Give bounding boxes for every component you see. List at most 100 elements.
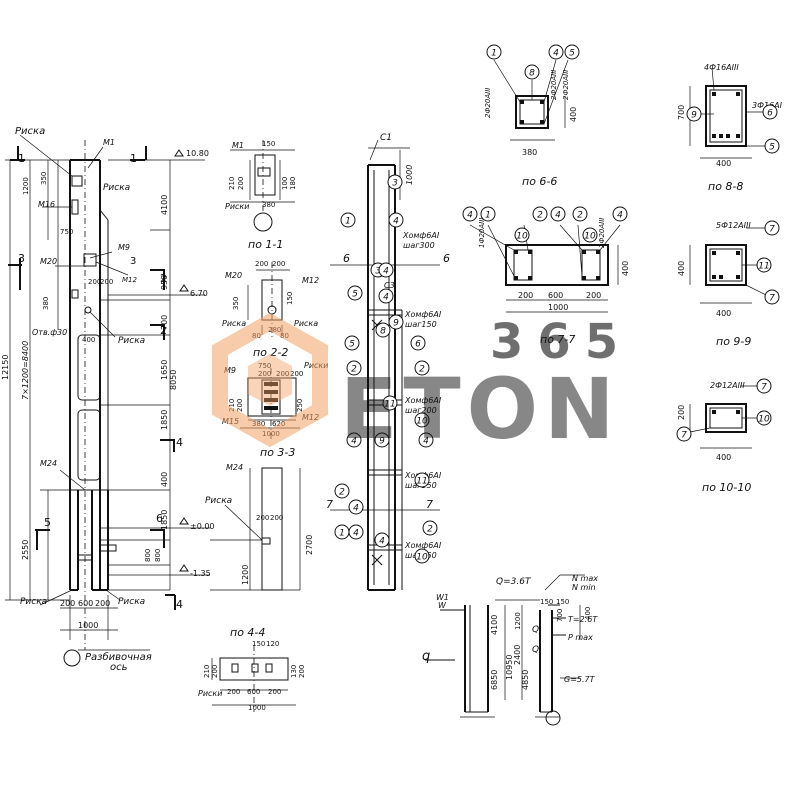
s88-dim-1: 400 bbox=[716, 159, 731, 168]
rebar-callout-circle-icon bbox=[414, 360, 430, 376]
label-m9: М9 bbox=[118, 243, 130, 252]
section-6-6: 2Ф20АIII 2Ф20АIII 2Ф20АIII 380 400 по 6-… bbox=[484, 59, 578, 188]
d55-title: по 4-4 bbox=[230, 626, 265, 639]
s1010-label-0: 2Ф12АIII bbox=[710, 381, 745, 390]
rebar-note-2a: Хомф6АI bbox=[404, 396, 442, 405]
d33-title: по 3-3 bbox=[260, 446, 295, 459]
section-callout-number: 6 bbox=[767, 109, 773, 119]
dim-r-4: 1850 bbox=[160, 410, 169, 430]
d44-dim-3: 2700 bbox=[305, 535, 314, 555]
d22-title: по 2-2 bbox=[253, 346, 288, 359]
rebar-callout-circle-icon bbox=[414, 548, 430, 564]
section-10-10: 2Ф12АIII 200 400 по 10-10 bbox=[677, 381, 760, 494]
section-mark-5: 4 bbox=[176, 436, 183, 449]
dim-inner-1: 200 bbox=[100, 278, 113, 286]
section-callout-number: 9 bbox=[691, 111, 697, 121]
section-callout-number: 7 bbox=[681, 431, 687, 441]
load-dim-3: 700 bbox=[556, 609, 564, 622]
rebar-callout-circle-icon bbox=[414, 412, 430, 428]
dim-r-0: 4100 bbox=[160, 195, 169, 215]
d11-dim-1: 210 bbox=[228, 177, 236, 190]
rebar-callout-circle-icon bbox=[340, 212, 356, 228]
section-callout-circle-icon bbox=[462, 206, 478, 222]
s1010-title: по 10-10 bbox=[702, 481, 751, 494]
d33-dim-7: 620 bbox=[272, 420, 285, 428]
section-callout-number: 10 bbox=[516, 232, 528, 242]
load-Q2: Q bbox=[532, 625, 539, 635]
d11-title: по 1-1 bbox=[248, 238, 283, 251]
rebar-note-0b: шаг300 bbox=[403, 241, 435, 250]
s66-label-1: 2Ф20АIII bbox=[550, 70, 558, 100]
d44-dim-1: 200 bbox=[270, 514, 283, 522]
load-Q3: Q bbox=[532, 645, 539, 655]
section-callout-circle-icon bbox=[524, 64, 540, 80]
load-dim-6: 10950 bbox=[505, 655, 514, 680]
rebar-callout-number: 11 bbox=[384, 400, 395, 410]
section-callout-circle-icon bbox=[756, 410, 772, 426]
column-elevation: Риска М1 Риска М16 М9 М20 М12 Отв.ф30 Ри… bbox=[1, 126, 215, 673]
s99-label-0: 5Ф12АIII bbox=[716, 221, 751, 230]
section-callout-circle-icon bbox=[486, 44, 502, 60]
section-mark-9: 2 bbox=[160, 324, 167, 337]
rebar-note-2b: шаг200 bbox=[405, 406, 437, 415]
section-mark-8: 6 bbox=[156, 512, 163, 525]
section-callout-circle-icon bbox=[480, 206, 496, 222]
rebar-callout-number: 4 bbox=[379, 537, 385, 547]
s1010-dim-1: 400 bbox=[716, 453, 731, 462]
d55-dim-8: 130 bbox=[290, 665, 298, 678]
s77-label-1: 2Ф20АIII bbox=[598, 218, 606, 248]
d33-dim-5: 200 bbox=[236, 399, 244, 412]
dim-r-5: 400 bbox=[160, 472, 169, 487]
dim-l-0: 1200 bbox=[22, 177, 30, 195]
rebar-callout-circle-icon bbox=[374, 432, 390, 448]
dim-total: 12150 bbox=[1, 355, 10, 380]
rebar-callout-circle-icon bbox=[344, 335, 360, 351]
s99-dim-1: 400 bbox=[716, 309, 731, 318]
mark-bottom: -1.35 bbox=[190, 569, 211, 578]
d55-riski: Риски bbox=[198, 689, 222, 698]
s1010-dim-0: 200 bbox=[677, 405, 686, 420]
rebar-callout-circle-icon bbox=[414, 472, 430, 488]
section-callout-circle-icon bbox=[756, 378, 772, 394]
section-mark-7: 5 bbox=[44, 516, 51, 529]
s77-dim-1: 600 bbox=[548, 291, 563, 300]
d55-dim-4: 200 bbox=[268, 688, 281, 696]
d33-m9: М9 bbox=[224, 366, 236, 375]
rebar-callout-circle-icon bbox=[388, 314, 404, 330]
dim-l-3: 380 bbox=[42, 297, 50, 310]
section-callout-circle-icon bbox=[676, 426, 692, 442]
label-axis-2: ось bbox=[110, 662, 128, 673]
load-q: q bbox=[422, 649, 430, 664]
d44-m24: М24 bbox=[226, 463, 243, 472]
d33-dim-9: 250 bbox=[296, 399, 304, 412]
detail-bottom-4-4: Риски 150 120 200 600 200 1000 210 200 1… bbox=[198, 626, 306, 712]
label-riska-top: Риска bbox=[15, 126, 45, 137]
rebar-callout-number: 11 bbox=[416, 477, 427, 487]
section-mark-1: 1 bbox=[130, 152, 137, 165]
section-callout-circle-icon bbox=[582, 227, 598, 243]
d33-dim-6: 380 bbox=[252, 420, 265, 428]
rebar-callout-number: 4 bbox=[383, 293, 389, 303]
section-callout-number: 10 bbox=[758, 415, 770, 425]
section-callout-circle-icon bbox=[686, 106, 702, 122]
section-mark-0: 1 bbox=[18, 152, 25, 165]
label-riska-r: Риска bbox=[118, 336, 145, 346]
dim-part: 8050 bbox=[169, 370, 178, 390]
rebar-callout-number: 2 bbox=[427, 525, 433, 535]
rebar-note-0a: Хомф6АI bbox=[402, 231, 440, 240]
rebar-callout-number: 5 bbox=[352, 290, 358, 300]
rebar-callout-number: 4 bbox=[353, 529, 359, 539]
section-callout-circle-icon bbox=[564, 44, 580, 60]
d11-riski: Риски bbox=[225, 202, 249, 211]
dim-r-6: 1850 bbox=[160, 510, 169, 530]
rebar-callout-circle-icon bbox=[347, 285, 363, 301]
d22-dim-1: 200 bbox=[272, 260, 285, 268]
s77-dim-3: 1000 bbox=[548, 303, 568, 312]
rebar-top: С1 bbox=[380, 133, 392, 143]
s88-dim-0: 700 bbox=[677, 105, 686, 120]
section-mark-6: 4 bbox=[176, 598, 183, 611]
rebar-note-1a: Хомф6АI bbox=[404, 310, 442, 319]
dim-b-0: 200 bbox=[60, 599, 75, 608]
d22-dim-5: 80 bbox=[252, 332, 261, 340]
d44-dim-0: 200 bbox=[256, 514, 269, 522]
